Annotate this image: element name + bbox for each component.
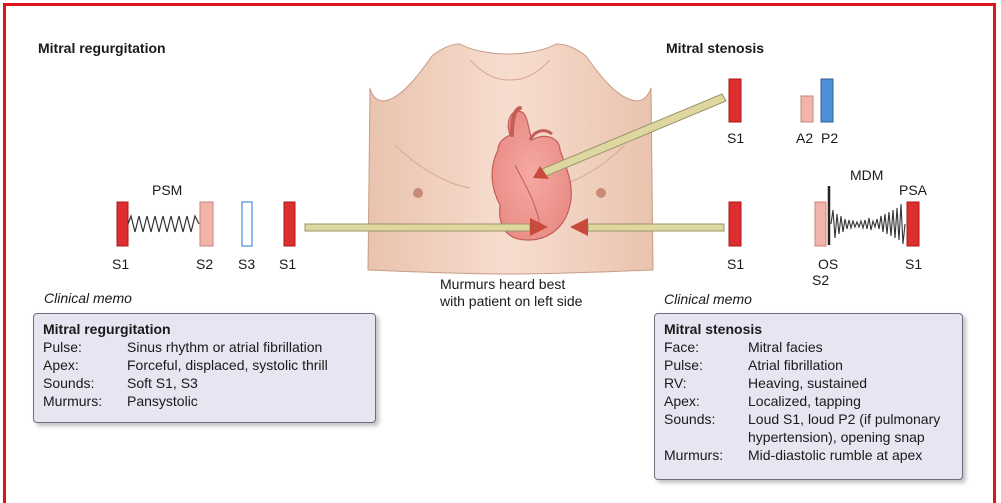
memo-row: Sounds: Soft S1, S3 (43, 374, 366, 392)
s2-bar (200, 202, 213, 246)
memo-title: Mitral stenosis (664, 320, 953, 338)
mdm-waveform (831, 204, 905, 244)
os-bar (815, 202, 826, 246)
s1-bar (117, 202, 128, 246)
center-note-line-1: Murmurs heard best (440, 276, 565, 292)
memo-row-value: Pansystolic (127, 392, 366, 410)
os-label: OS (818, 256, 838, 272)
ms-s1-label: S1 (727, 256, 744, 272)
center-note-line-2: with patient on left side (440, 293, 582, 309)
clinical-memo-ms: Mitral stenosis Face: Mitral facies Puls… (654, 313, 963, 480)
memo-row-label: Pulse: (664, 356, 748, 374)
nipple-right (596, 188, 606, 198)
psm-waveform (128, 216, 199, 232)
mr-s1-label: S1 (112, 256, 129, 272)
memo-row-value: Localized, tapping (748, 392, 953, 410)
memo-row-label: Apex: (43, 356, 127, 374)
memo-row-label: Sounds: (43, 374, 127, 392)
psa-label: PSA (899, 182, 927, 198)
memo-row-label: Sounds: (664, 410, 748, 446)
mr-section-title: Mitral regurgitation (38, 40, 166, 56)
s1-bar (907, 202, 919, 246)
clinical-memo-mr: Mitral regurgitation Pulse: Sinus rhythm… (33, 313, 376, 423)
memo-row-label: Murmurs: (664, 446, 748, 464)
memo-row: Pulse: Atrial fibrillation (664, 356, 953, 374)
ms-s2-label: S2 (812, 272, 829, 288)
memo-row: Murmurs: Mid-diastolic rumble at apex (664, 446, 953, 464)
mr-s2-label: S2 (196, 256, 213, 272)
ms-s1b-label: S1 (905, 256, 922, 272)
memo-row: Apex: Localized, tapping (664, 392, 953, 410)
memo-row: Sounds: Loud S1, loud P2 (if pulmonary h… (664, 410, 953, 446)
memo-row: Murmurs: Pansystolic (43, 392, 366, 410)
memo-row-label: RV: (664, 374, 748, 392)
memo-row-label: Apex: (664, 392, 748, 410)
memo-row-value: Forceful, displaced, systolic thrill (127, 356, 366, 374)
mr-s3-label: S3 (238, 256, 255, 272)
memo-row-value: Loud S1, loud P2 (if pulmonary hypertens… (748, 410, 953, 446)
s3-bar (242, 202, 252, 246)
memo-row: Apex: Forceful, displaced, systolic thri… (43, 356, 366, 374)
ms-top-s1-label: S1 (727, 130, 744, 146)
memo-row: Pulse: Sinus rhythm or atrial fibrillati… (43, 338, 366, 356)
a2-label: A2 (796, 130, 813, 146)
memo-row-value: Atrial fibrillation (748, 356, 953, 374)
p2-bar (821, 79, 833, 122)
ms-top-phonocardiogram (729, 79, 833, 122)
memo-row-value: Sinus rhythm or atrial fibrillation (127, 338, 366, 356)
s1-bar (729, 79, 741, 122)
memo-row-label: Face: (664, 338, 748, 356)
p2-label: P2 (821, 130, 838, 146)
mdm-label: MDM (850, 167, 883, 183)
memo-row: Face: Mitral facies (664, 338, 953, 356)
memo-row-label: Pulse: (43, 338, 127, 356)
memo-row-value: Soft S1, S3 (127, 374, 366, 392)
ms-bottom-phonocardiogram (729, 186, 919, 246)
psm-label: PSM (152, 182, 182, 198)
memo-row-value: Mitral facies (748, 338, 953, 356)
memo-row-value: Mid-diastolic rumble at apex (748, 446, 953, 464)
right-memo-caption: Clinical memo (664, 291, 752, 307)
s1-bar (284, 202, 295, 246)
mr-phonocardiogram (117, 202, 295, 246)
memo-title: Mitral regurgitation (43, 320, 366, 338)
memo-row-label: Murmurs: (43, 392, 127, 410)
memo-row: RV: Heaving, sustained (664, 374, 953, 392)
ms-section-title: Mitral stenosis (666, 40, 764, 56)
nipple-left (413, 188, 423, 198)
a2-bar (801, 96, 813, 122)
mr-s1b-label: S1 (279, 256, 296, 272)
left-memo-caption: Clinical memo (44, 290, 132, 306)
memo-row-value: Heaving, sustained (748, 374, 953, 392)
s1-bar (729, 202, 741, 246)
